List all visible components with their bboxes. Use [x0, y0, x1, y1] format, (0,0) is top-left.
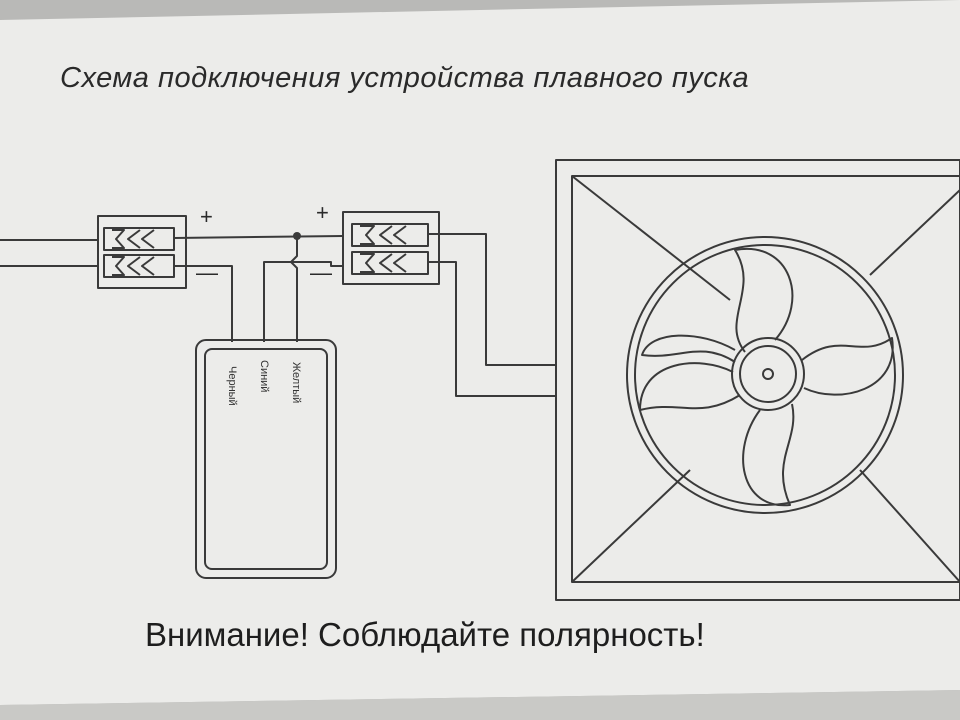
connector-1-plus-sign: + — [200, 204, 213, 229]
wire-minus-to-module — [174, 265, 233, 342]
fan-outer-ring — [626, 236, 904, 514]
connector-1-top-chevrons — [112, 229, 155, 249]
fan-hub-outer — [731, 337, 805, 411]
output-wire-plus — [428, 233, 556, 366]
connector-1-bottom-chevrons — [112, 256, 155, 276]
module-wire-label-blue: Синий — [258, 360, 270, 393]
fan-shaft — [762, 368, 774, 380]
junction-dot — [293, 232, 301, 240]
fan-blade-right — [801, 337, 894, 396]
polarity-warning: Внимание! Соблюдайте полярность! — [145, 616, 705, 653]
fan-blade-top-left — [734, 247, 794, 353]
fan-blade-bottom-left — [639, 362, 741, 411]
output-wire-minus — [428, 261, 556, 397]
diagram-title: Схема подключения устройства плавного пу… — [60, 62, 750, 94]
wire-blue-to-module — [263, 261, 343, 342]
connector-2-minus-sign: — — [310, 260, 332, 285]
fan-blade-bottom-right — [742, 403, 795, 507]
connector-1-housing — [97, 215, 187, 289]
connector-2-housing — [342, 211, 440, 285]
fan-frame-outer — [555, 159, 960, 601]
connector-1-top-slot — [103, 227, 175, 251]
fan-frame-diagonal-tl — [571, 175, 731, 301]
connector-2-top-chevrons — [360, 225, 407, 245]
module-inner — [204, 348, 328, 570]
fan-inner-ring — [634, 244, 896, 506]
fan-hub-inner — [739, 345, 797, 403]
module-wire-label-black: Черный — [226, 366, 238, 406]
fan-frame-diagonal-tr — [869, 189, 960, 276]
connector-2-plus-sign: + — [316, 200, 329, 225]
connector-1-minus-sign: — — [196, 260, 218, 285]
module-outer — [195, 339, 337, 579]
fan-blade-left — [641, 334, 736, 363]
fan-frame-inner — [571, 175, 960, 583]
wire-plus-bus — [173, 235, 344, 239]
fan-frame-diagonal-bl — [571, 469, 691, 583]
paper-shadow — [0, 690, 960, 720]
connector-2-bottom-chevrons — [360, 253, 407, 273]
fan-frame-diagonal-br — [859, 469, 960, 583]
module-wire-label-yellow: Желтый — [290, 362, 302, 404]
